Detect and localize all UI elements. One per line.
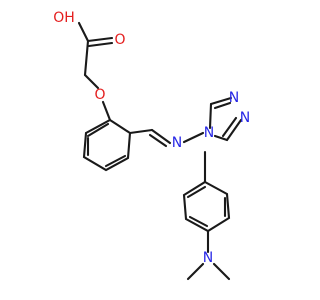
bond-o-ring bbox=[101, 100, 112, 122]
benzene-ring-right bbox=[182, 180, 231, 233]
benzene-left-double-1 bbox=[86, 122, 110, 138]
imine-nitrogen-label: N bbox=[172, 135, 182, 151]
carbonyl-oxygen-label: O bbox=[114, 32, 125, 48]
benzene-left-double-2 bbox=[104, 154, 127, 168]
triazole-n1-label: N bbox=[229, 90, 239, 106]
bond-c-carbonyl-double bbox=[87, 41, 114, 48]
ether-oxygen-label: O bbox=[94, 87, 105, 103]
bond-c-carbonyl bbox=[86, 36, 114, 43]
hydroxyl-label: OH bbox=[53, 10, 75, 26]
bond-c-ch2 bbox=[83, 39, 90, 77]
bond-oh-c bbox=[77, 21, 90, 43]
triazole-n2-label: N bbox=[240, 110, 250, 126]
bond-ch2-o bbox=[83, 73, 100, 90]
bond-ch-n-double bbox=[148, 133, 168, 148]
bond-n-n bbox=[182, 131, 205, 144]
benzene-right-double-3 bbox=[188, 215, 209, 228]
benzene-right-double-1 bbox=[186, 185, 207, 199]
triazole-c5-n1 bbox=[209, 96, 233, 106]
triazole-c3-n4 bbox=[213, 134, 229, 142]
bond-ring-ch bbox=[128, 128, 154, 135]
atom-labels: OH O O N N N N N bbox=[53, 10, 250, 266]
triazole-c5-n1-double bbox=[213, 101, 232, 110]
triazole-n2-c3 bbox=[225, 118, 243, 142]
triazole-n4-c5 bbox=[208, 102, 213, 130]
bonds bbox=[77, 21, 243, 281]
benzene-ring-left bbox=[82, 118, 132, 172]
triazole-n2-c3-double bbox=[221, 116, 238, 138]
bond-n-me-right bbox=[212, 262, 231, 281]
bond-ch-n bbox=[150, 128, 172, 145]
dimethylamine-nitrogen-label: N bbox=[203, 250, 213, 266]
bond-n-me-left bbox=[186, 262, 205, 281]
molecule-diagram: OH O O N N N N N bbox=[53, 10, 250, 281]
triazole-n4-label: N bbox=[204, 125, 214, 141]
